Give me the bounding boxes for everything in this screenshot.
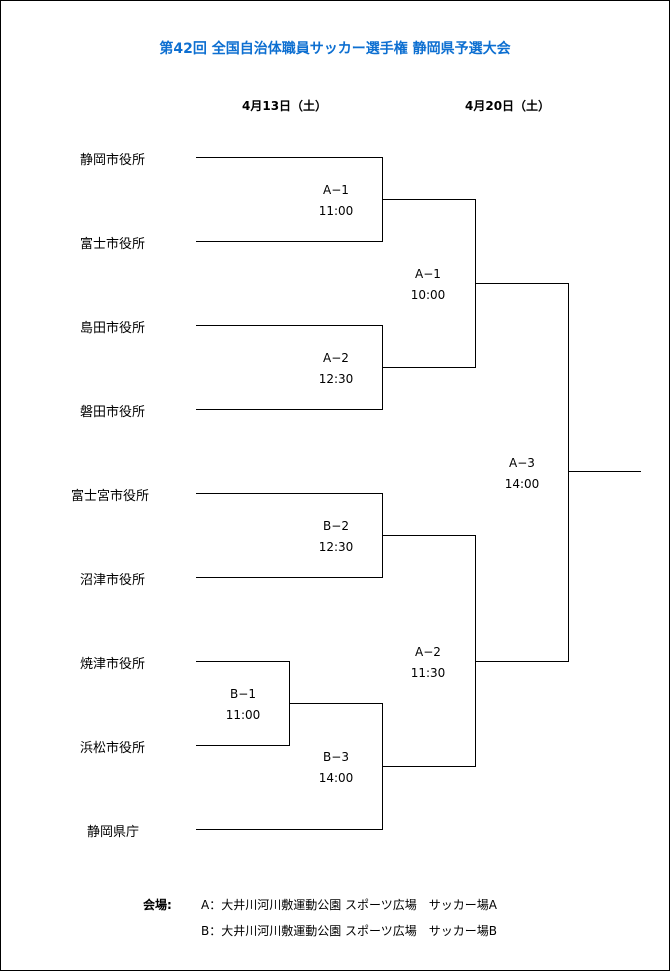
date-round-1: 4月13日（土） xyxy=(242,99,328,113)
match-time: 11:30 xyxy=(410,666,446,680)
team-name: 富士市役所 xyxy=(80,237,146,252)
match-code: B−1 xyxy=(230,687,256,701)
match-code: A−2 xyxy=(323,351,349,365)
date-round-2: 4月20日（土） xyxy=(465,99,551,113)
match-code: A−1 xyxy=(323,183,349,197)
match-code: A−3 xyxy=(509,456,535,470)
match-time: 12:30 xyxy=(318,540,354,554)
venue-line-a: A：大井川河川敷運動公園 スポーツ広場 サッカー場A xyxy=(201,898,497,912)
match-code: B−3 xyxy=(323,750,349,764)
team-name: 浜松市役所 xyxy=(80,741,146,756)
team-name: 静岡県庁 xyxy=(87,825,140,840)
match-time: 10:00 xyxy=(410,288,446,302)
tournament-title: 第42回 全国自治体職員サッカー選手権 静岡県予選大会 xyxy=(159,41,511,57)
venue-line-b: B：大井川河川敷運動公園 スポーツ広場 サッカー場B xyxy=(201,924,498,938)
team-name: 富士宮市役所 xyxy=(71,489,150,504)
team-name: 磐田市役所 xyxy=(80,405,146,420)
team-name: 沼津市役所 xyxy=(80,573,146,588)
match-time: 11:00 xyxy=(225,708,261,722)
match-time: 11:00 xyxy=(318,204,354,218)
match-code: A−1 xyxy=(415,267,441,281)
venue-label: 会場: xyxy=(143,898,172,912)
match-time: 14:00 xyxy=(318,771,354,785)
match-time: 14:00 xyxy=(504,477,540,491)
match-code: B−2 xyxy=(323,519,349,533)
team-name: 島田市役所 xyxy=(80,321,146,336)
team-name: 静岡市役所 xyxy=(80,153,146,168)
match-code: A−2 xyxy=(415,645,441,659)
match-time: 12:30 xyxy=(318,372,354,386)
team-name: 焼津市役所 xyxy=(80,657,146,672)
